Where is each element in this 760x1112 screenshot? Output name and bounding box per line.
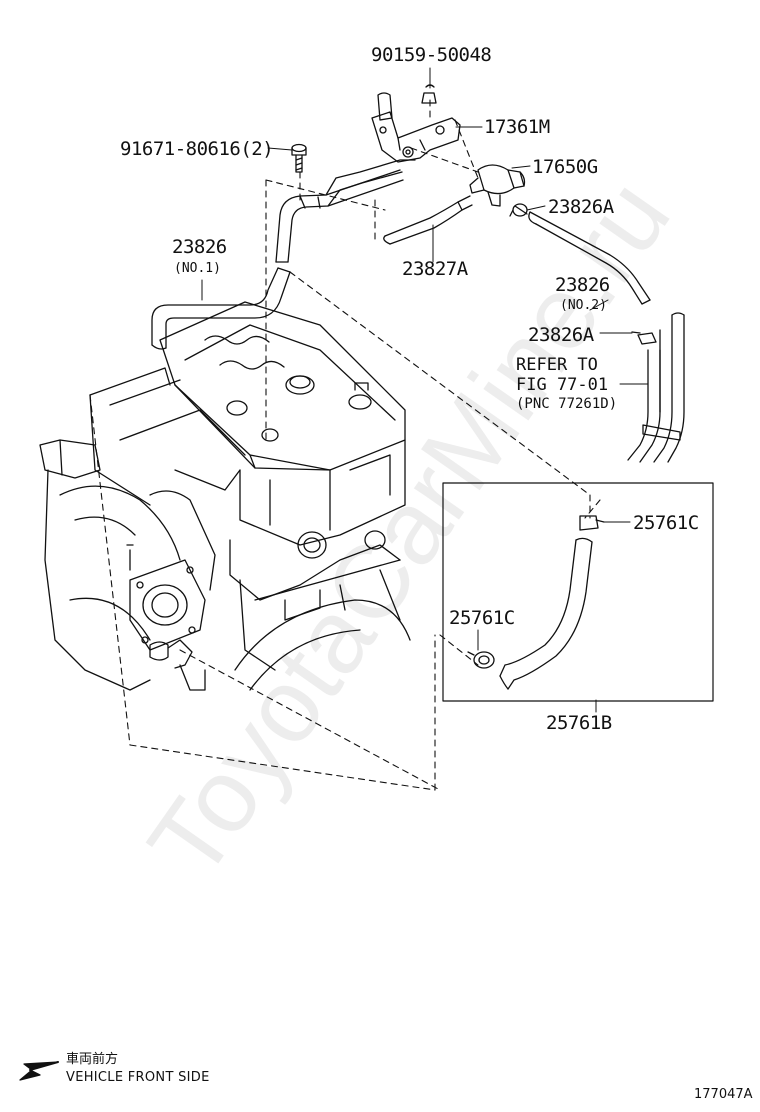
engine-block — [89, 301, 411, 691]
label-hose-25761b: 25761B — [546, 712, 612, 734]
leader-lines — [201, 67, 649, 713]
label-clamp-25761c-right: 25761C — [633, 512, 699, 534]
figure-number: 177047A — [694, 1087, 753, 1102]
label-clamp-23826a-lower: 23826A — [528, 324, 594, 346]
hose-23826-no2 — [528, 211, 651, 305]
vehicle-front-label-jp: 車両前方 — [66, 1052, 119, 1067]
label-hose-23826-no1: 23826 — [172, 236, 227, 258]
assembly-dashed-lines — [89, 99, 601, 791]
label-clamp-25761c-left: 25761C — [449, 607, 515, 629]
hose-23827a — [383, 195, 473, 245]
refer-line-1: REFER TO — [516, 355, 598, 375]
refer-line-3: (PNC 77261D) — [516, 396, 618, 412]
label-clamp-23826a-upper: 23826A — [548, 196, 614, 218]
clamp-25761c-right — [579, 515, 605, 531]
label-valve-17650g: 17650G — [532, 156, 598, 178]
label-hose-23826-no1-sub: (NO.1) — [174, 261, 221, 276]
inset-box — [442, 482, 714, 702]
hose-25761b — [499, 537, 593, 690]
label-bracket-17361m: 17361M — [484, 116, 550, 138]
refer-line-2: FIG 77-01 — [516, 375, 609, 395]
vehicle-front-arrow — [19, 1061, 59, 1081]
bracket-17361m — [371, 92, 461, 163]
bolt-91671 — [291, 143, 307, 173]
label-bolt-90159: 90159-50048 — [371, 44, 492, 66]
intake-assembly — [39, 439, 241, 691]
pipes-refer — [627, 312, 685, 463]
label-hose-23826-no2: 23826 — [555, 274, 610, 296]
pipe-assembly — [275, 159, 416, 263]
clamp-23826a-lower — [631, 331, 657, 345]
label-hose-23827a: 23827A — [402, 258, 468, 280]
bolt-90159 — [421, 84, 437, 104]
vehicle-front-label-en: VEHICLE FRONT SIDE — [66, 1070, 210, 1085]
clamp-25761c-left — [467, 651, 495, 669]
valve-17650g — [469, 164, 526, 207]
clamp-23826a-upper — [509, 203, 528, 217]
label-bolt-91671: 91671-80616(2) — [120, 138, 274, 160]
label-hose-23826-no2-sub: (NO.2) — [560, 298, 607, 313]
